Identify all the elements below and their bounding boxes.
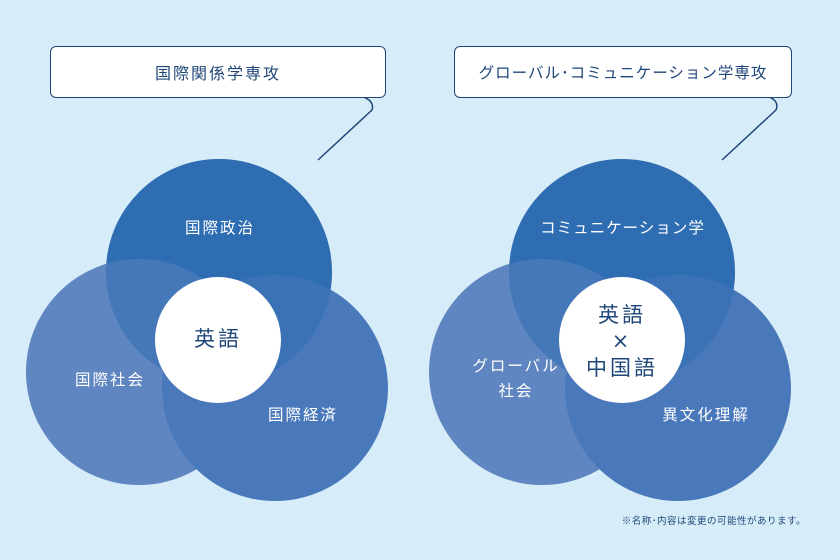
center-right-line1: 英語 (598, 303, 646, 327)
callout-tail-right (721, 95, 778, 161)
center-label-left: 英語 (194, 327, 242, 351)
title-box-left: 国際関係学専攻 (50, 46, 386, 98)
center-label-right: 英語 × 中国語 (567, 302, 677, 381)
label-top-left: 国際政治 (184, 219, 255, 237)
center-right-line2: × (611, 329, 633, 354)
footnote: ※名称･内容は変更の可能性があります。 (621, 516, 806, 527)
title-box-right: グローバル･コミュニケーション学専攻 (454, 46, 792, 98)
label-top-right: コミュニケーション学 (540, 219, 705, 237)
label-left-left: 国際社会 (74, 371, 145, 389)
label-right-right: 異文化理解 (662, 406, 750, 424)
label-right-left: 国際経済 (267, 406, 338, 424)
center-right-line3: 中国語 (586, 355, 658, 380)
center-circle-right (559, 277, 685, 403)
callout-tail-left (317, 95, 374, 161)
label-left-right: グローバル 社会 (466, 354, 566, 404)
label-left-right-line2: 社会 (498, 381, 534, 400)
label-left-right-line1: グローバル (472, 357, 560, 375)
center-circle-left (155, 277, 281, 403)
